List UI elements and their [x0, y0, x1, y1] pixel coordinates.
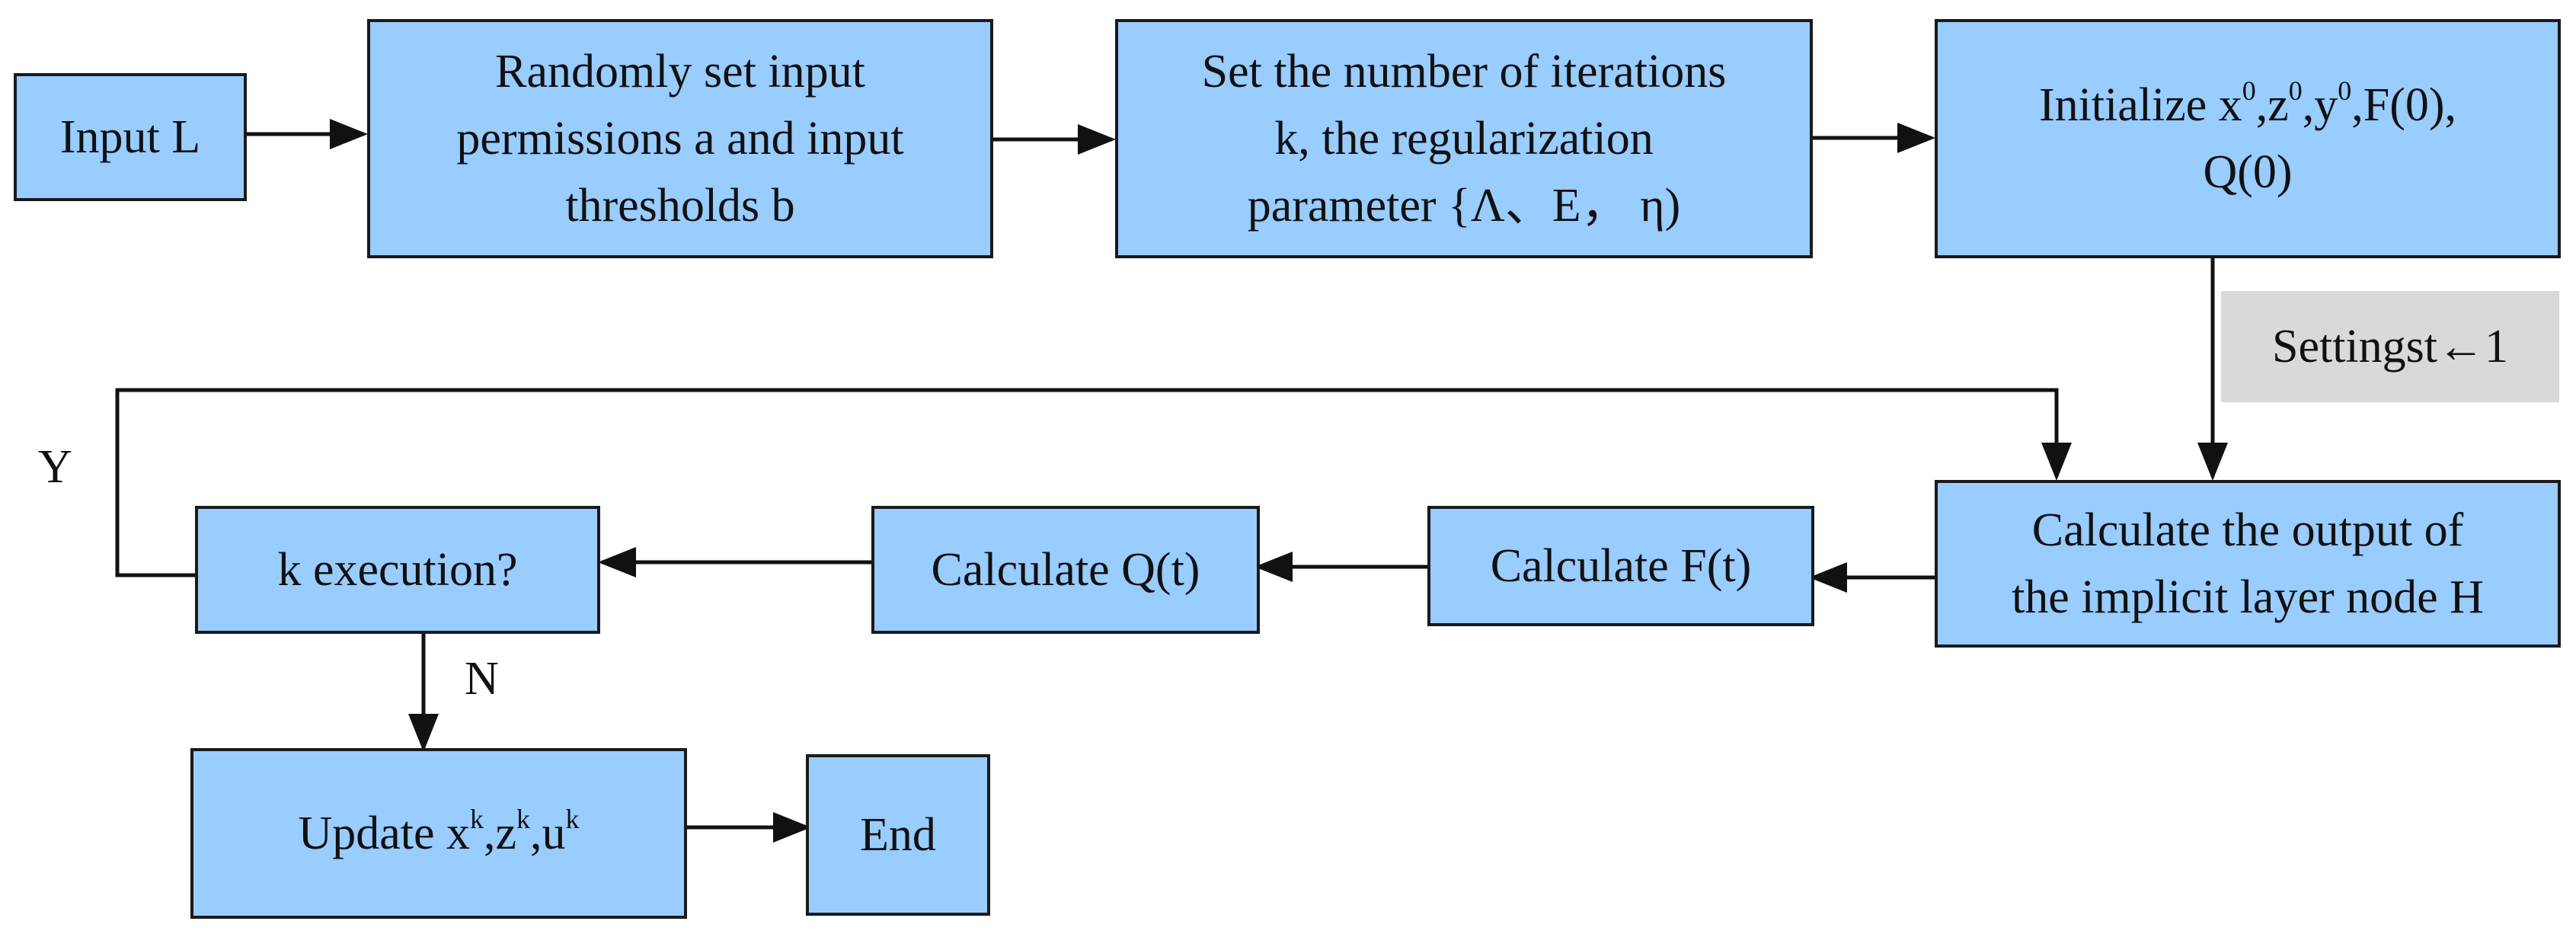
- edge-label-no: N: [465, 653, 499, 705]
- settings-note: Settingst←1: [2221, 291, 2559, 402]
- node-k-execution: k execution?: [195, 506, 600, 634]
- node-initialize-line-1: Initialize x0,z0,y0,F(0),: [2039, 72, 2456, 139]
- initialize-x-label: Initialize x: [2038, 79, 2242, 131]
- settings-note-label: Settingst←1: [2271, 320, 2509, 373]
- update-u-superscript: k: [565, 803, 580, 834]
- initialize-x-superscript: 0: [2242, 75, 2256, 106]
- node-input-l: Input L: [14, 73, 247, 201]
- node-random-set-line-3: thresholds b: [565, 180, 795, 232]
- node-set-iterations: Set the number of iterations k, the regu…: [1115, 19, 1813, 258]
- node-k-execution-label: k execution?: [277, 544, 518, 596]
- node-random-set-line-1: Randomly set input: [495, 46, 865, 98]
- update-z-label: ,z: [484, 808, 517, 859]
- node-calc-output-line-1: Calculate the output of: [2031, 504, 2464, 556]
- update-z-superscript: k: [516, 803, 531, 834]
- update-u-label: ,u: [530, 808, 566, 859]
- update-x-label: Update x: [298, 808, 471, 859]
- node-calc-f: Calculate F(t): [1427, 506, 1814, 626]
- node-calc-q: Calculate Q(t): [871, 506, 1260, 634]
- initialize-z-superscript: 0: [2288, 75, 2303, 106]
- node-initialize: Initialize x0,z0,y0,F(0), Q(0): [1935, 19, 2561, 258]
- node-calc-output: Calculate the output of the implicit lay…: [1935, 480, 2561, 648]
- edge-yes-loop: [115, 388, 2072, 577]
- node-end-label: End: [860, 809, 936, 861]
- node-update-label: Update xk,zk,uk: [298, 800, 579, 867]
- node-set-iterations-line-2: k, the regularization: [1274, 113, 1654, 165]
- initialize-z-label: ,z: [2255, 79, 2289, 131]
- node-calc-f-label: Calculate F(t): [1490, 540, 1752, 592]
- node-update: Update xk,zk,uk: [190, 748, 687, 919]
- node-input-l-label: Input L: [59, 111, 201, 163]
- node-initialize-line-2: Q(0): [2203, 146, 2293, 198]
- edge-label-yes: Y: [38, 441, 72, 493]
- update-x-superscript: k: [470, 803, 484, 834]
- node-random-set-line-2: permissions a and input: [456, 113, 904, 165]
- node-set-iterations-line-1: Set the number of iterations: [1201, 46, 1727, 98]
- initialize-y-label: ,y: [2302, 79, 2338, 131]
- node-calc-output-line-2: the implicit layer node H: [2012, 571, 2484, 623]
- node-calc-q-label: Calculate Q(t): [931, 544, 1200, 596]
- node-set-iterations-line-3: parameter {Λ、E， η): [1247, 180, 1681, 232]
- initialize-f0-label: ,F(0),: [2351, 79, 2457, 131]
- node-random-set: Randomly set input permissions a and inp…: [367, 19, 993, 258]
- node-end: End: [806, 754, 990, 916]
- initialize-y-superscript: 0: [2338, 75, 2352, 106]
